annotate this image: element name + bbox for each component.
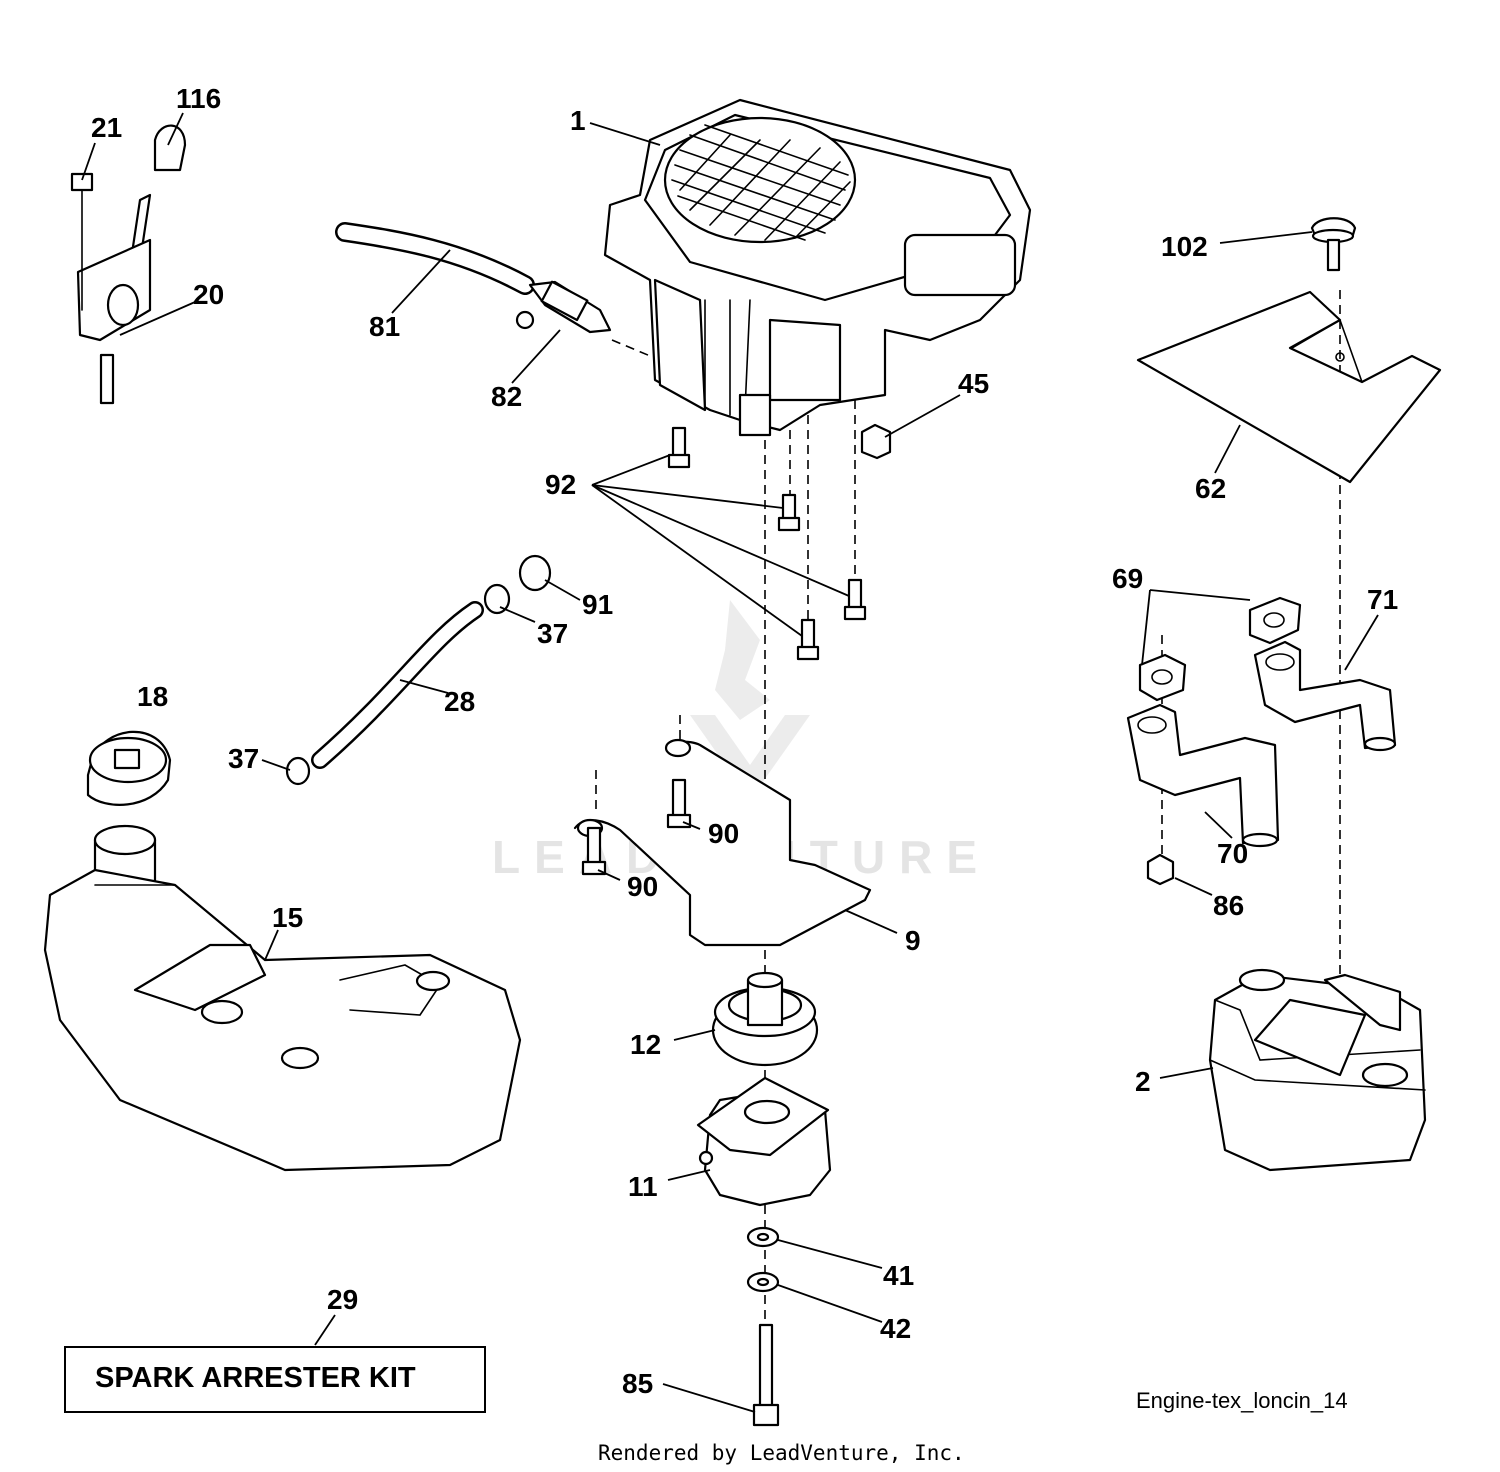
heat-shield-part-62[interactable]	[1136, 290, 1442, 484]
label-9: 9	[905, 925, 921, 956]
label-90-upper: 90	[708, 818, 739, 849]
label-11: 11	[628, 1171, 658, 1202]
label-91: 91	[582, 589, 613, 620]
label-85: 85	[622, 1368, 653, 1399]
fuel-cap-part-18[interactable]	[86, 730, 172, 806]
label-29: 29	[327, 1284, 358, 1315]
washers-part-41-42[interactable]	[746, 1226, 780, 1293]
label-28: 28	[444, 686, 475, 717]
bolts-part-92[interactable]	[667, 426, 867, 661]
exhaust-pipe-part-70[interactable]	[1126, 703, 1280, 848]
pulley-part-12[interactable]	[711, 971, 819, 1067]
label-81: 81	[369, 311, 400, 342]
label-86: 86	[1213, 890, 1244, 921]
bolt-part-85[interactable]	[752, 1323, 780, 1427]
spark-arrester-kit-box[interactable]: SPARK ARRESTER KIT	[64, 1346, 486, 1413]
label-69: 69	[1112, 563, 1143, 594]
label-21: 21	[91, 112, 122, 143]
nut-part-86[interactable]	[1146, 853, 1175, 886]
label-116: 116	[176, 83, 221, 114]
vent-parts[interactable]	[285, 554, 552, 786]
throttle-control-parts[interactable]	[70, 124, 187, 405]
leader-lines	[81, 112, 1379, 1413]
label-20: 20	[193, 279, 224, 310]
bolt-part-102[interactable]	[1310, 217, 1357, 272]
exhaust-pipe-part-71[interactable]	[1253, 640, 1397, 752]
label-1: 1	[570, 105, 586, 136]
nut-part-45[interactable]	[860, 423, 892, 460]
spark-arrester-kit-label: SPARK ARRESTER KIT	[95, 1362, 416, 1394]
label-18: 18	[137, 681, 168, 712]
fuel-tank-part-15[interactable]	[43, 824, 522, 1172]
diagram-code: Engine-tex_loncin_14	[1136, 1388, 1348, 1413]
label-71: 71	[1367, 584, 1398, 615]
gaskets-part-69[interactable]	[1138, 596, 1302, 702]
engine-part-1[interactable]	[603, 98, 1032, 437]
label-37-lower: 37	[228, 743, 259, 774]
label-41: 41	[883, 1260, 914, 1291]
label-70: 70	[1217, 838, 1248, 869]
label-15: 15	[272, 902, 303, 933]
pto-clutch-part-11[interactable]	[696, 1076, 832, 1207]
label-92: 92	[545, 469, 576, 500]
rendered-by-credit: Rendered by LeadVenture, Inc.	[598, 1441, 965, 1465]
label-45: 45	[958, 368, 989, 399]
part-labels: 1 116 21 20 81 82 45 92 91 37 28 37 18 1…	[91, 83, 1398, 1399]
label-2: 2	[1135, 1066, 1151, 1097]
fuel-hose-part-81[interactable]	[335, 222, 535, 295]
label-90-lower: 90	[627, 871, 658, 902]
label-102: 102	[1161, 231, 1208, 262]
label-37-upper: 37	[537, 618, 568, 649]
fuel-filter-part-82[interactable]	[515, 280, 612, 334]
label-62: 62	[1195, 473, 1226, 504]
label-82: 82	[491, 381, 522, 412]
label-42: 42	[880, 1313, 911, 1344]
muffler-part-2[interactable]	[1208, 968, 1427, 1172]
label-12: 12	[630, 1029, 661, 1060]
